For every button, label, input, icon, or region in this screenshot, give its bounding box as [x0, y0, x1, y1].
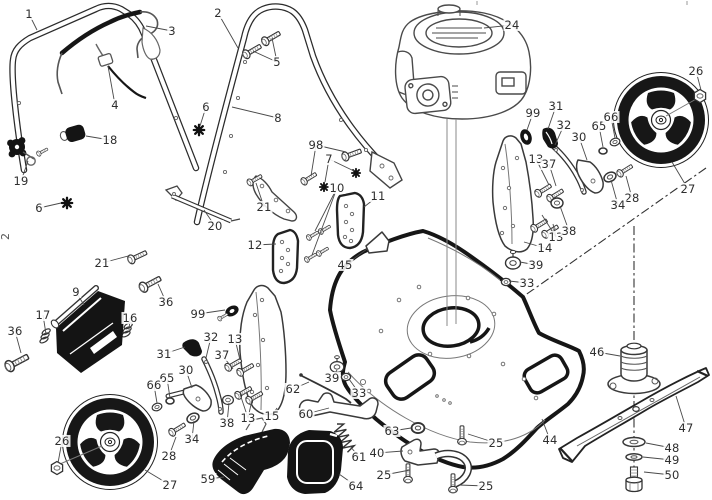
spacer-nut: [550, 197, 564, 209]
engine: [394, 4, 532, 120]
adjuster-bracket-left: [165, 384, 212, 412]
flange-nut: [340, 372, 352, 382]
bracket-bolt: [339, 145, 364, 163]
grommet: [216, 305, 239, 323]
linkage-rod: [299, 373, 352, 404]
blade: [558, 367, 710, 463]
lock-nut: [410, 422, 426, 434]
shoulder-bolt: [166, 420, 188, 439]
upper-handle: [9, 2, 200, 174]
bracket-bolt: [298, 170, 319, 187]
push-nut: [318, 181, 330, 193]
lower-handle: [193, 3, 403, 226]
adjuster-arm-right: [551, 144, 587, 195]
drive-cable: [95, 43, 147, 100]
handle-bracket: [164, 185, 241, 224]
wheel-nut: [693, 88, 707, 104]
hex-bolt: [539, 222, 561, 241]
push-nut: [350, 167, 362, 179]
shoulder-bolt: [614, 162, 635, 179]
roller-cap: [504, 249, 522, 270]
grip-wedge: [182, 339, 202, 357]
tension-spring: [333, 423, 357, 453]
wheel-axis-line: [523, 167, 707, 297]
support-arm: [252, 175, 298, 222]
washer: [608, 136, 622, 148]
handle-bolt: [259, 28, 283, 48]
o-ring: [165, 397, 175, 405]
handle-bumper: [59, 124, 86, 143]
rear-wheel: [614, 73, 709, 168]
print-tick-marks: [476, 1, 688, 5]
blade-adapter: [607, 342, 661, 395]
grip-wedge-line: [545, 131, 553, 145]
adjuster-arm-left: [201, 356, 224, 415]
chute-bracket: [400, 438, 472, 488]
star-washer: [60, 196, 74, 210]
deck-bracket: [335, 191, 366, 250]
crankshaft-lines: [446, 119, 457, 326]
wheel-adjuster-plate-right: [491, 135, 534, 253]
page-number: 2: [0, 233, 12, 240]
axle-lines: [59, 97, 699, 465]
blade-bolt: [625, 466, 643, 493]
front-wheel: [63, 395, 158, 490]
washer: [150, 401, 164, 413]
mower-deck: [328, 229, 586, 470]
bracket-bolt: [316, 223, 333, 236]
deflector-shield: [212, 417, 290, 495]
spacer-nut: [221, 394, 235, 406]
control-bar: [56, 9, 161, 95]
bracket-bolt: [314, 245, 331, 258]
rear-guard: [50, 285, 125, 373]
deck-bolt: [403, 463, 413, 484]
wheel-adjuster-plate-left: [239, 284, 287, 416]
star-washer: [192, 123, 206, 137]
o-ring: [598, 147, 608, 155]
flange-nut: [500, 277, 512, 287]
spring: [35, 327, 55, 345]
bracket-bolt: [304, 229, 321, 242]
grommet: [520, 129, 532, 145]
wheel-nut: [50, 460, 64, 476]
long-bolt: [136, 272, 164, 295]
washer: [601, 169, 619, 185]
washer: [184, 410, 202, 426]
adjuster-bracket-right: [575, 159, 604, 194]
baffle: [365, 231, 390, 254]
mulch-cover: [287, 430, 343, 494]
bracket-bolt: [302, 251, 319, 264]
handle-knob: [7, 137, 50, 166]
deck-bracket: [271, 228, 300, 285]
frame-bolt: [125, 247, 149, 266]
drive-lever: [141, 27, 161, 60]
blade-washers: [622, 436, 646, 461]
long-bolt: [2, 350, 32, 375]
